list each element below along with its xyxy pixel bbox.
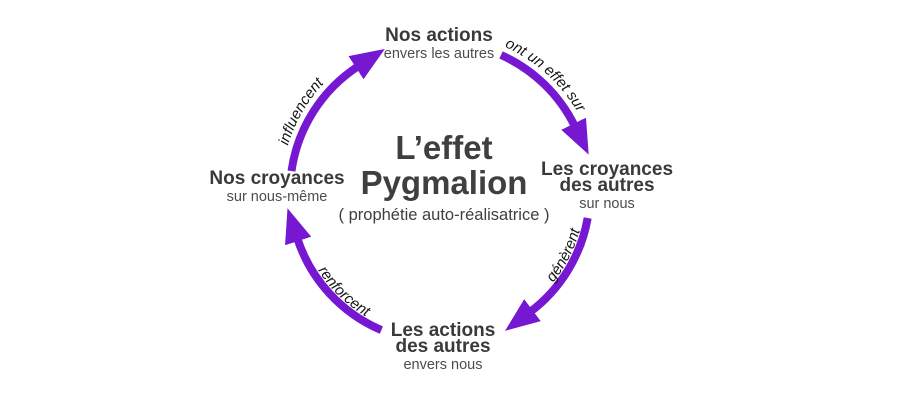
node-right: Les croyances des autres sur nous — [540, 159, 674, 212]
arrow-bottom-to-left — [285, 208, 383, 334]
node-bottom-title-line1: Les actions — [390, 320, 496, 341]
node-right-title-line1: Les croyances — [540, 159, 674, 180]
node-top: Nos actions envers les autres — [383, 25, 495, 62]
node-left-title: Nos croyances — [209, 168, 345, 189]
node-right-subtitle: sur nous — [579, 196, 635, 212]
diagram-subtitle: ( prophétie auto-réalisatrice ) — [338, 206, 550, 224]
arrow-left-to-top — [287, 48, 385, 172]
arrow-top-to-right — [499, 51, 589, 155]
node-left-subtitle: sur nous-même — [226, 189, 328, 205]
diagram-title-line2: Pygmalion — [360, 164, 528, 201]
node-bottom: Les actions des autres envers nous — [390, 320, 496, 373]
node-top-subtitle: envers les autres — [383, 46, 495, 62]
node-bottom-title-line2: des autres — [395, 336, 491, 357]
center-title-block: L’effet Pygmalion ( prophétie auto-réali… — [339, 130, 550, 225]
arrow-label-top-to-right-text: ont un effet sur — [503, 35, 590, 116]
node-bottom-subtitle: envers nous — [403, 357, 483, 373]
node-top-title: Nos actions — [385, 25, 493, 46]
node-right-title-line2: des autres — [559, 175, 655, 196]
diagram-title-line1: L’effet — [395, 129, 493, 166]
arrow-label-top-to-right: ont un effet sur — [503, 35, 590, 116]
arrow-right-to-bottom — [505, 217, 592, 331]
node-left: Nos croyances sur nous-même — [209, 168, 345, 205]
